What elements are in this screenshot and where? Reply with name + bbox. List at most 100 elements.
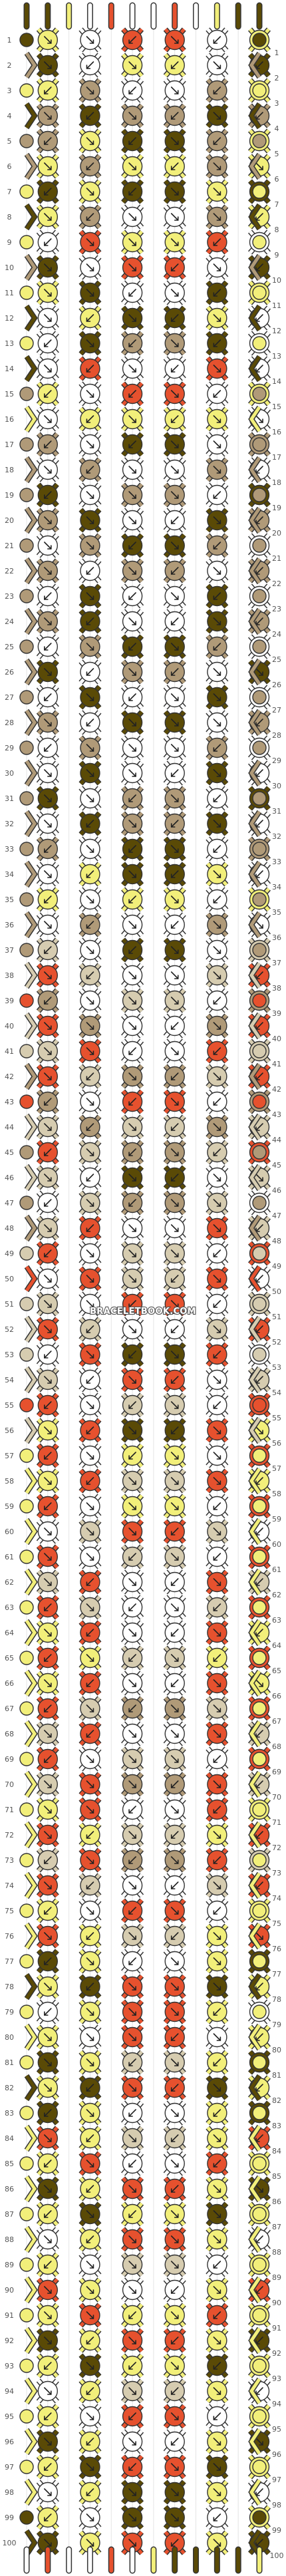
edge-knot [252, 2460, 267, 2474]
knot [78, 1746, 102, 1772]
edge-knot [19, 1196, 34, 1210]
knot [206, 432, 229, 457]
edge-knot [19, 1145, 34, 1160]
arrow-icon [213, 1629, 221, 1637]
arrow-icon [170, 1376, 179, 1384]
arrow-icon [213, 1553, 221, 1561]
row-number-left: 22 [5, 567, 14, 575]
arrow-icon [86, 1654, 94, 1662]
arrow-icon [213, 440, 221, 448]
knot [121, 1165, 144, 1190]
knot [78, 2353, 102, 2378]
edge-knot [248, 1113, 262, 1141]
row-number-right: 30 [272, 782, 281, 790]
edge-strand [25, 204, 37, 230]
row-number-right: 97 [272, 2476, 281, 2484]
knot [121, 1645, 144, 1671]
edge-strand [25, 102, 37, 129]
edge-knot [19, 1044, 34, 1058]
knot [36, 1317, 59, 1342]
knot [36, 1848, 59, 1873]
arrow-icon [44, 719, 52, 726]
edge-knot [252, 1297, 267, 1311]
knot [78, 2151, 102, 2176]
arrow-icon [44, 339, 52, 347]
arrow-icon [44, 1325, 52, 1333]
arrow-icon [86, 516, 94, 524]
row-number-left: 97 [5, 2463, 14, 2472]
knot [36, 1873, 59, 1898]
knot [206, 255, 229, 280]
row-number-right: 39 [272, 1009, 281, 1018]
knot [36, 836, 59, 862]
arrow-icon [44, 2539, 52, 2547]
edge-strand [25, 1316, 37, 1343]
row-number-right: 43 [272, 1110, 281, 1119]
arrow-icon [86, 1881, 94, 1889]
edge-knot [248, 1568, 262, 1596]
knot [121, 2024, 144, 2050]
arrow-icon [44, 870, 52, 878]
row-number-right: 74 [272, 1894, 281, 1903]
arrow-icon [170, 61, 179, 69]
arrow-icon [170, 1932, 179, 1940]
knot [206, 1039, 229, 1064]
edge-knot [24, 658, 38, 686]
edge-knot [24, 203, 38, 231]
row-number-left: 39 [5, 997, 14, 1005]
knot [206, 533, 229, 558]
edge-knot [248, 860, 262, 888]
edge-knot [248, 2428, 262, 2456]
arrow-icon [170, 1957, 179, 1965]
row-number-left: 1 [7, 36, 12, 45]
edge-strand [25, 2125, 37, 2152]
knot [36, 1443, 59, 1468]
knot [36, 1822, 59, 1848]
knot [78, 154, 102, 179]
edge-knot [19, 943, 34, 957]
arrow-icon [44, 1730, 52, 1738]
knot [36, 1291, 59, 1317]
arrow-icon [128, 2160, 136, 2168]
edge-knot [19, 842, 34, 856]
edge-knot [248, 506, 262, 534]
edge-strand [249, 2327, 261, 2354]
knot [36, 331, 59, 356]
row-number-left: 70 [5, 1780, 14, 1789]
arrow-icon [213, 1477, 221, 1485]
edge-strand [249, 1518, 261, 1545]
arrow-icon [44, 769, 52, 777]
knot [121, 154, 144, 179]
arrow-icon [128, 2336, 136, 2344]
arrow-icon [44, 693, 52, 701]
row-number-right: 13 [272, 352, 281, 361]
arrow-icon [213, 1806, 221, 1814]
arrow-icon [170, 2033, 179, 2041]
knot [206, 1822, 229, 1848]
edge-strand [25, 1569, 37, 1595]
edge-knot [252, 1954, 267, 1969]
arrow-icon [213, 365, 221, 373]
arrow-icon [213, 314, 221, 322]
knot [206, 1342, 229, 1367]
arrow-icon [128, 36, 136, 44]
knot [121, 2454, 144, 2480]
arrow-icon [86, 2210, 94, 2218]
knot [36, 179, 59, 204]
arrow-icon [44, 1401, 52, 1409]
knot [163, 1494, 186, 1519]
arrow-icon [213, 2261, 221, 2269]
edge-strand [249, 1013, 261, 1039]
row-number-left: 53 [5, 1351, 14, 1359]
edge-knot [24, 2175, 38, 2203]
knot [36, 963, 59, 988]
knot [36, 2201, 59, 2227]
arrow-icon [213, 719, 221, 726]
edge-knot [252, 33, 267, 47]
arrow-icon [128, 1022, 136, 1030]
arrow-icon [44, 1477, 52, 1485]
row-number-left: 51 [5, 1300, 14, 1309]
edge-knot [248, 1164, 262, 1192]
knot [36, 1165, 59, 1190]
arrow-icon [44, 1502, 52, 1510]
